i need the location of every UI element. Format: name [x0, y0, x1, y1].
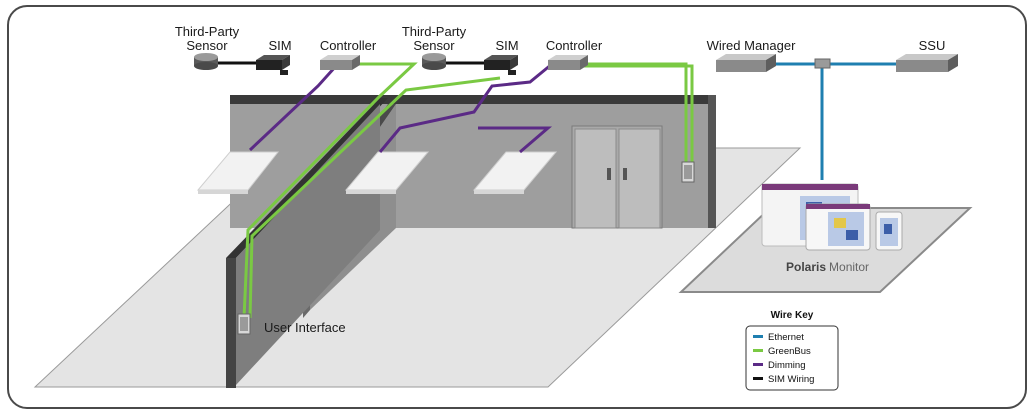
sim-1-device	[256, 55, 290, 75]
sensor-2-device	[422, 53, 446, 70]
wire-key-label: GreenBus	[768, 346, 811, 357]
wire-key-title: Wire Key	[771, 310, 814, 321]
sensor-2-label-line1: Third-Party	[402, 24, 467, 39]
sensor-1-label-line1: Third-Party	[175, 24, 240, 39]
wire-key-box	[745, 325, 839, 391]
wired-manager-device	[716, 54, 776, 72]
back-wall-right-edge	[708, 95, 716, 228]
dimming-wires	[248, 62, 553, 154]
user-interface-device	[237, 313, 251, 335]
brand-bold: Polaris	[786, 260, 826, 274]
ssu-label: SSU	[919, 38, 946, 53]
sim-1-label: SIM	[268, 38, 291, 53]
wire-key-swatch	[753, 377, 763, 380]
controller-1-device	[320, 55, 360, 70]
side-wall-top	[226, 98, 388, 258]
wall-interface-module	[681, 161, 695, 183]
wire-key-label: SIM Wiring	[768, 374, 814, 385]
side-wall-face	[226, 258, 236, 388]
brand-regular: Monitor	[829, 260, 869, 274]
user-interface-label: User Interface	[264, 320, 346, 335]
sim-2-label: SIM	[495, 38, 518, 53]
sensor-1-device	[194, 53, 218, 70]
wire-key-swatch	[753, 335, 763, 338]
ethernet-wires	[770, 62, 902, 180]
light-fixture-2-edge	[346, 190, 396, 194]
greenbus-wires	[242, 62, 694, 319]
light-fixture-3-edge	[474, 190, 524, 194]
back-wall-top-edge	[230, 95, 715, 104]
light-fixture-1-edge	[198, 190, 248, 194]
sim-2-device	[484, 55, 518, 75]
wire-key-swatch	[753, 349, 763, 352]
controller-1-label: Controller	[320, 38, 377, 53]
wire-key-swatch	[753, 363, 763, 366]
wired-manager-label: Wired Manager	[707, 38, 797, 53]
wire-key-label: Ethernet	[768, 332, 804, 343]
ssu-device	[896, 54, 958, 72]
ethernet-splitter	[814, 58, 831, 69]
sensor-2-label-line2: Sensor	[413, 38, 455, 53]
controller-2-device	[548, 55, 588, 70]
monitor-screens	[761, 183, 903, 251]
sensor-1-label-line2: Sensor	[186, 38, 228, 53]
wire-key-label: Dimming	[768, 360, 805, 371]
double-door	[571, 125, 663, 229]
side-wall-panel	[236, 104, 380, 385]
controller-2-label: Controller	[546, 38, 603, 53]
